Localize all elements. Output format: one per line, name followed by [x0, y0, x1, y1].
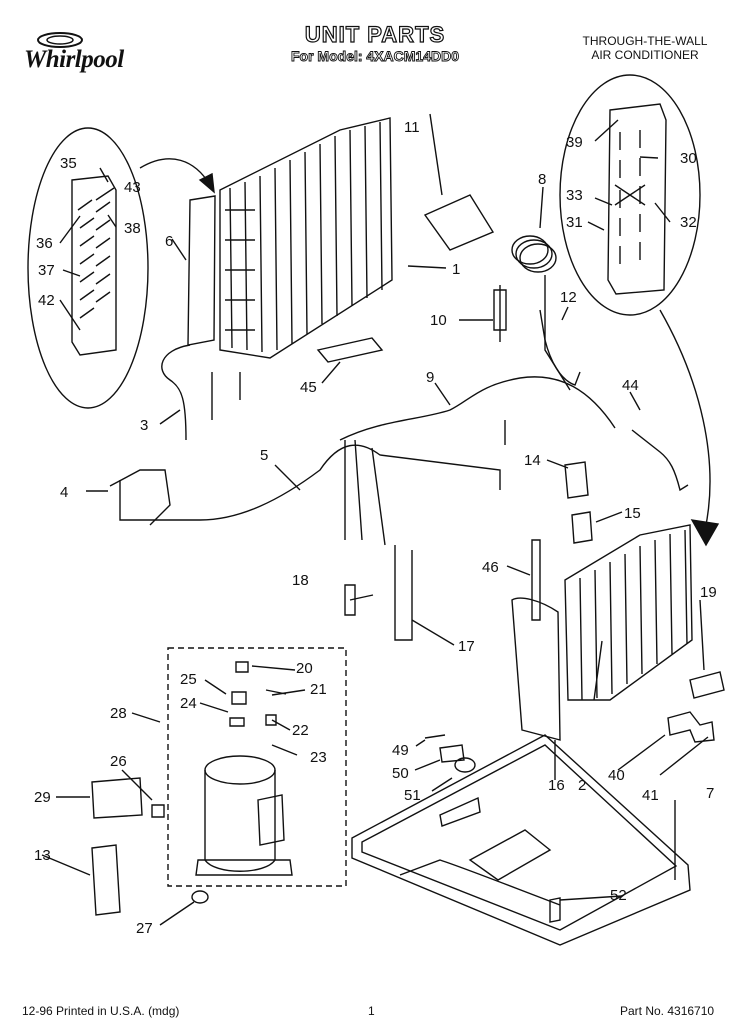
callout-15: 15 [624, 505, 641, 522]
callout-40: 40 [608, 767, 625, 784]
pad-15 [571, 511, 593, 544]
callout-10: 10 [430, 312, 447, 329]
callout-12: 12 [560, 289, 577, 306]
whirlpool-swirl-icon [37, 32, 83, 48]
callout-51: 51 [404, 787, 421, 804]
callout-45: 45 [300, 379, 317, 396]
block-19 [689, 671, 725, 699]
callout-3: 3 [140, 417, 148, 434]
callout-35: 35 [60, 155, 77, 172]
product-type: THROUGH-THE-WALL AIR CONDITIONER [560, 34, 730, 62]
callout-32: 32 [680, 214, 697, 231]
callout-1: 1 [452, 261, 460, 278]
callout-17: 17 [458, 638, 475, 655]
callout-41: 41 [642, 787, 659, 804]
callout-46: 46 [482, 559, 499, 576]
shroud-16 [511, 597, 561, 741]
insulation-11 [423, 194, 495, 251]
right-detail-inset [559, 74, 701, 316]
page-title: UNIT PARTS [304, 21, 446, 47]
base-pan [351, 734, 691, 946]
product-line-2: AIR CONDITIONER [591, 48, 699, 62]
callout-18: 18 [292, 572, 309, 589]
pad-14 [564, 461, 589, 499]
brand-name: Whirlpool [24, 46, 124, 73]
capillary-coil [493, 235, 571, 391]
condenser-coil [564, 524, 693, 701]
callout-49: 49 [392, 742, 409, 759]
return-tubes [344, 439, 386, 546]
strip-46 [531, 539, 541, 621]
callout-16: 16 [548, 777, 565, 794]
terminal-parts [229, 661, 287, 727]
callout-38: 38 [124, 220, 141, 237]
callout-19: 19 [700, 584, 717, 601]
callout-44: 44 [622, 377, 639, 394]
callout-33: 33 [566, 187, 583, 204]
callout-25: 25 [180, 671, 197, 688]
part-number: Part No. 4316710 [620, 1004, 715, 1018]
side-plate-left [71, 175, 117, 356]
tube-12 [539, 309, 581, 386]
valve-49-51 [424, 734, 476, 773]
page-number: 1 [368, 1004, 375, 1018]
print-info: 12-96 Printed in U.S.A. (mdg) [22, 1004, 180, 1018]
grommet-26 [151, 804, 165, 818]
product-line-1: THROUGH-THE-WALL [582, 34, 708, 48]
callout-31: 31 [566, 214, 583, 231]
compressor [195, 755, 293, 876]
callout-8: 8 [538, 171, 546, 188]
callout-30: 30 [680, 150, 697, 167]
callout-37: 37 [38, 262, 55, 279]
line-art [27, 74, 725, 946]
left-detail-inset [27, 127, 149, 409]
callout-23: 23 [310, 749, 327, 766]
callout-7: 7 [706, 785, 714, 802]
callout-4: 4 [60, 484, 68, 501]
callout-43: 43 [124, 179, 141, 196]
callout-24: 24 [180, 695, 197, 712]
tube-4 [109, 469, 171, 526]
mount-27 [191, 890, 209, 904]
callout-2: 2 [578, 777, 586, 794]
tube-5 [119, 444, 501, 521]
callout-22: 22 [292, 722, 309, 739]
compressor-assembly-box [167, 647, 347, 887]
tube-44 [631, 429, 689, 492]
callout-14: 14 [524, 452, 541, 469]
callout-labels: 1 2 3 4 5 6 7 8 9 10 11 12 13 14 15 16 1… [34, 119, 717, 937]
callout-26: 26 [110, 753, 127, 770]
model-line: For Model: 4XACM14DD0 [290, 48, 460, 65]
evaporator-coil [219, 117, 393, 359]
side-plate-right [607, 103, 667, 295]
callout-36: 36 [36, 235, 53, 252]
tube-17 [394, 545, 413, 641]
callout-29: 29 [34, 789, 51, 806]
callout-5: 5 [260, 447, 268, 464]
bracket-40-41 [667, 711, 715, 743]
tube-18 [344, 584, 356, 616]
callout-39: 39 [566, 134, 583, 151]
tube-3 [161, 344, 241, 441]
callout-50: 50 [392, 765, 409, 782]
callout-9: 9 [426, 369, 434, 386]
callout-13: 13 [34, 847, 51, 864]
callout-11: 11 [404, 119, 420, 136]
pad-29 [91, 777, 143, 819]
pad-13 [91, 844, 121, 916]
whirlpool-logo: Whirlpool [14, 22, 164, 82]
callout-20: 20 [296, 660, 313, 677]
callout-6: 6 [165, 233, 173, 250]
callout-21: 21 [310, 681, 327, 698]
callout-28: 28 [110, 705, 127, 722]
callout-27: 27 [136, 920, 153, 937]
clip-52 [549, 897, 561, 923]
callout-52: 52 [610, 887, 627, 904]
callout-42: 42 [38, 292, 55, 309]
tube-9 [339, 376, 616, 441]
pad-45 [316, 337, 384, 363]
evaporator-side-plate [187, 195, 216, 346]
